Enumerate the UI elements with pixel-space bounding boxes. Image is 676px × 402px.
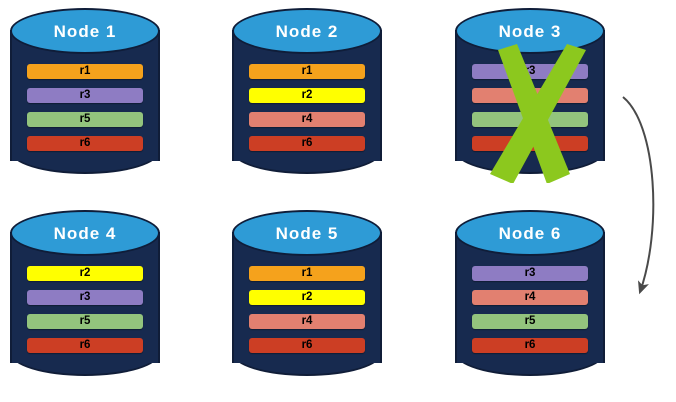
record-bar[interactable]: r6 xyxy=(27,136,143,151)
record-bar[interactable]: r3 xyxy=(27,290,143,305)
record-bar[interactable]: r4 xyxy=(472,290,588,305)
record-list: r1 r2 r4 r6 xyxy=(232,64,382,160)
cylinder-top xyxy=(10,8,160,54)
record-bar[interactable]: r3 xyxy=(472,64,588,79)
record-bar[interactable]: r3 xyxy=(27,88,143,103)
cylinder-top xyxy=(232,210,382,256)
record-list: r1 r3 r5 r6 xyxy=(10,64,160,160)
record-bar[interactable]: r5 xyxy=(27,314,143,329)
record-bar[interactable]: r2 xyxy=(249,88,365,103)
node-label: Node 5 xyxy=(275,224,339,243)
node-label: Node 3 xyxy=(498,22,562,41)
record-bar[interactable]: r1 xyxy=(249,266,365,281)
record-bar[interactable]: r2 xyxy=(249,290,365,305)
cylinder-top xyxy=(232,8,382,54)
record-bar[interactable]: r6 xyxy=(27,338,143,353)
database-node-6[interactable]: r3 r4 r5 r6 Node 6 xyxy=(455,210,605,385)
record-bar[interactable]: r2 xyxy=(27,266,143,281)
record-bar[interactable]: r6 xyxy=(472,136,588,151)
node-label: Node 4 xyxy=(53,224,117,243)
record-list: r1 r2 r4 r6 xyxy=(232,266,382,362)
database-node-4[interactable]: r2 r3 r5 r6 Node 4 xyxy=(10,210,160,385)
database-node-2[interactable]: r1 r2 r4 r6 Node 2 xyxy=(232,8,382,183)
record-bar[interactable]: r1 xyxy=(27,64,143,79)
record-bar[interactable]: r6 xyxy=(472,338,588,353)
record-list: r2 r3 r5 r6 xyxy=(10,266,160,362)
cylinder-top xyxy=(10,210,160,256)
database-node-3[interactable]: r3 r4 r5 r6 Node 3 xyxy=(455,8,605,183)
record-bar[interactable]: r5 xyxy=(472,314,588,329)
database-node-1[interactable]: r1 r3 r5 r6 Node 1 xyxy=(10,8,160,183)
record-bar[interactable]: r5 xyxy=(472,112,588,127)
record-bar[interactable]: r5 xyxy=(27,112,143,127)
database-node-5[interactable]: r1 r2 r4 r6 Node 5 xyxy=(232,210,382,385)
node-label: Node 6 xyxy=(498,224,562,243)
node-label: Node 2 xyxy=(275,22,339,41)
cylinder-top xyxy=(455,210,605,256)
record-bar[interactable]: r3 xyxy=(472,266,588,281)
record-list: r3 r4 r5 r6 xyxy=(455,266,605,362)
record-bar[interactable]: r1 xyxy=(249,64,365,79)
record-list: r3 r4 r5 r6 xyxy=(455,64,605,160)
record-bar[interactable]: r4 xyxy=(472,88,588,103)
record-bar[interactable]: r6 xyxy=(249,338,365,353)
node-label: Node 1 xyxy=(53,22,117,41)
record-bar[interactable]: r4 xyxy=(249,314,365,329)
record-bar[interactable]: r4 xyxy=(249,112,365,127)
record-bar[interactable]: r6 xyxy=(249,136,365,151)
